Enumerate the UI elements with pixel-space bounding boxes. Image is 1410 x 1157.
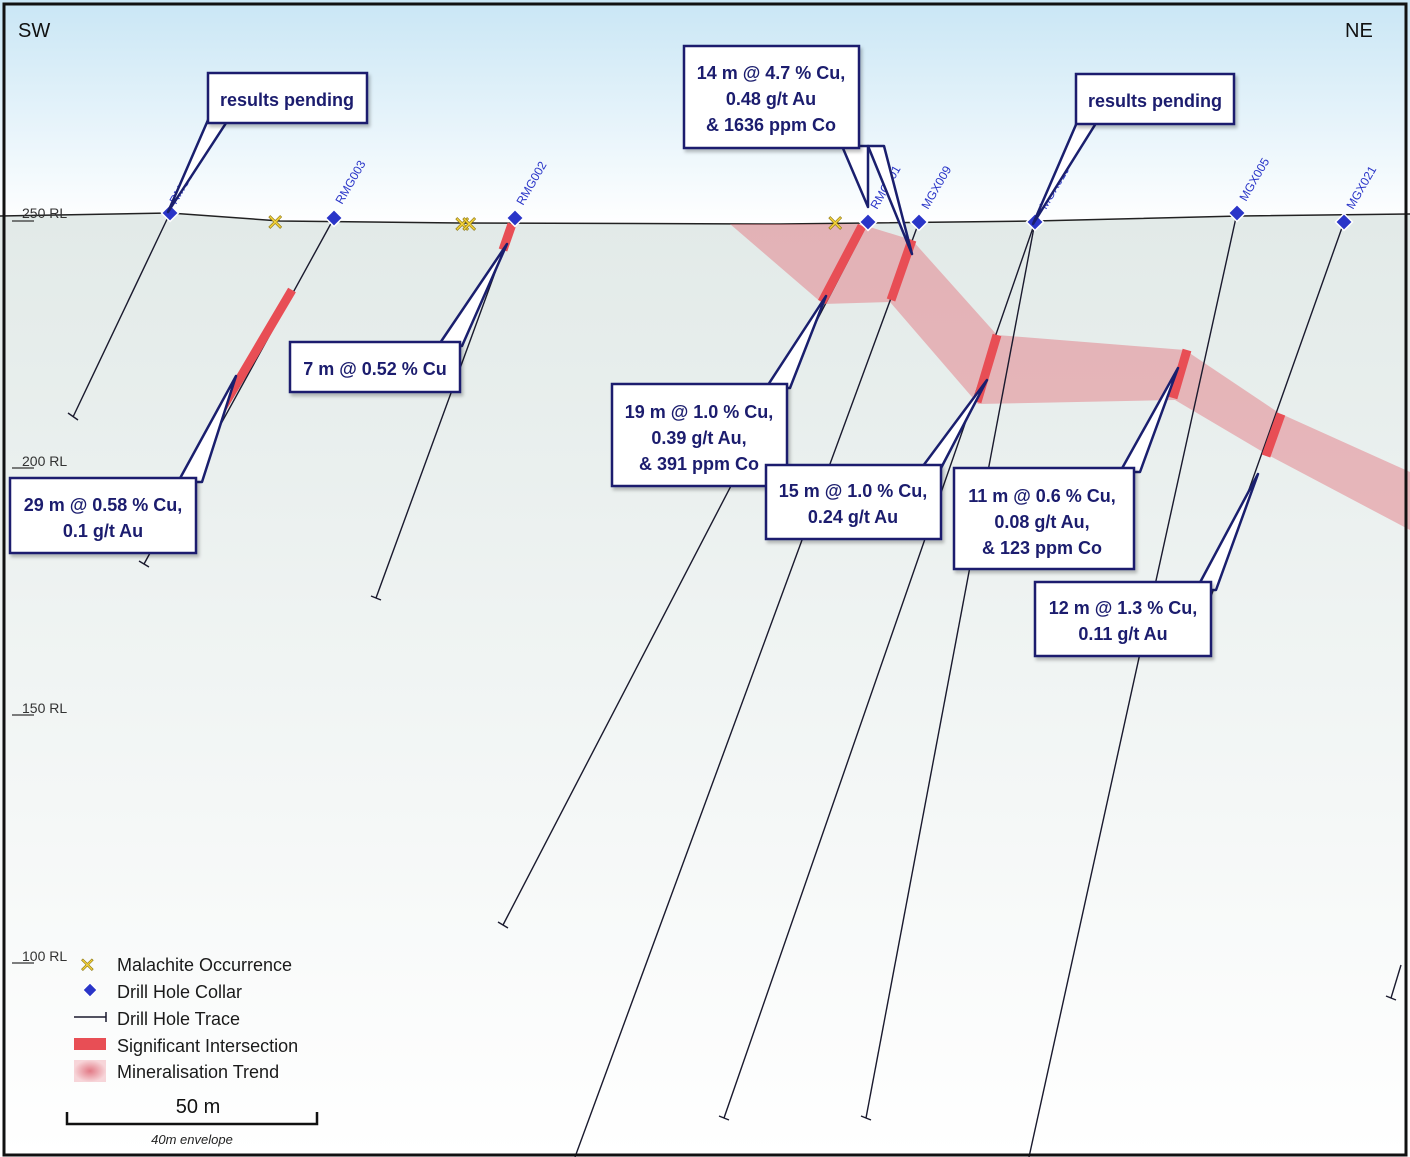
- svg-text:29 m @ 0.58 % Cu,: 29 m @ 0.58 % Cu,: [24, 495, 183, 515]
- rl-label-100: 100 RL: [22, 948, 67, 964]
- trace-end-mgx021: [1385, 995, 1397, 1001]
- topography-line: [0, 212, 1410, 225]
- collar-diamond-icon: [909, 212, 929, 232]
- trace-mgx019-b: [865, 221, 1036, 1119]
- legend-label-collar: Drill Hole Collar: [117, 982, 242, 1002]
- collar-diamond-icon: [324, 208, 344, 228]
- callout-rmg002: 7 m @ 0.52 % Cu: [288, 340, 462, 394]
- callout-rmg003: 29 m @ 0.58 % Cu, 0.1 g/t Au: [8, 476, 198, 555]
- orientation-ne: NE: [1345, 20, 1373, 42]
- legend-label-trend: Mineralisation Trend: [117, 1062, 279, 1082]
- trace-mgx021-lower: [1390, 964, 1402, 999]
- trace-end-rmg023: [67, 412, 79, 421]
- svg-text:15 m @ 1.0 % Cu,: 15 m @ 1.0 % Cu,: [779, 481, 928, 501]
- drill-collars: [160, 203, 1354, 232]
- svg-text:11 m @ 0.6 % Cu,: 11 m @ 0.6 % Cu,: [968, 486, 1116, 506]
- intersection-rmg001: [818, 223, 866, 305]
- collar-diamond-icon: [160, 203, 180, 223]
- callout-mgx019-top: results pending: [1074, 72, 1236, 126]
- svg-text:0.39 g/t Au,: 0.39 g/t Au,: [651, 428, 746, 448]
- pink-blur-icon: [74, 1060, 106, 1082]
- legend-label-malachite: Malachite Occurrence: [117, 955, 292, 975]
- scale-bar-note: 40m envelope: [151, 1132, 233, 1147]
- trace-end-rmg002: [370, 595, 382, 601]
- intersection-mgx005: [1168, 348, 1192, 400]
- svg-text:0.24 g/t Au: 0.24 g/t Au: [808, 507, 898, 527]
- malachite-x-icon: ✕: [826, 211, 844, 236]
- trace-rmg023: [72, 212, 171, 418]
- callout-rmg001: 19 m @ 1.0 % Cu, 0.39 g/t Au, & 391 ppm …: [610, 382, 789, 488]
- intersection-mgx021: [1261, 412, 1286, 458]
- svg-text:12 m @ 1.3 % Cu,: 12 m @ 1.3 % Cu,: [1049, 598, 1198, 618]
- svg-text:results pending: results pending: [220, 90, 354, 110]
- trace-end-mgx019-b: [860, 1115, 872, 1121]
- collar-diamond-icon: [858, 212, 878, 232]
- trace-mgx005: [1028, 212, 1238, 1157]
- callout-pointers: [166, 118, 1260, 592]
- collar-diamond-icon: [1334, 212, 1354, 232]
- svg-text:0.1 g/t Au: 0.1 g/t Au: [63, 521, 143, 541]
- callouts: results pending 14 m @ 4.7 % Cu, 0.48 g/…: [8, 44, 1236, 658]
- callout-mgx021: 12 m @ 1.3 % Cu, 0.11 g/t Au: [1033, 580, 1213, 658]
- svg-text:& 123 ppm Co: & 123 ppm Co: [982, 538, 1102, 558]
- trace-end-rmg001: [497, 921, 509, 929]
- malachite-x-icon: ✕: [453, 212, 471, 237]
- trace-end-rmg003: [138, 560, 150, 568]
- collar-diamond-icon: [505, 208, 525, 228]
- svg-text:19 m @ 1.0 % Cu,: 19 m @ 1.0 % Cu,: [625, 402, 774, 422]
- legend-label-intersection: Significant Intersection: [117, 1036, 298, 1056]
- rl-scale: 250 RL 200 RL 150 RL 100 RL: [12, 205, 67, 964]
- callout-rmg001-top: 14 m @ 4.7 % Cu, 0.48 g/t Au & 1636 ppm …: [682, 44, 861, 150]
- orientation-sw: SW: [18, 20, 50, 42]
- malachite-x-icon: ✕: [79, 955, 96, 977]
- rl-label-250: 250 RL: [22, 205, 67, 221]
- malachite-x-icon: ✕: [266, 210, 284, 235]
- collar-diamond-icon: [82, 982, 98, 998]
- callout-mgx005: 11 m @ 0.6 % Cu, 0.08 g/t Au, & 123 ppm …: [952, 466, 1136, 571]
- rl-label-150: 150 RL: [22, 700, 67, 716]
- intersection-mgx009: [886, 238, 917, 302]
- ground-background: [0, 213, 1410, 1157]
- callout-mgx009: 15 m @ 1.0 % Cu, 0.24 g/t Au: [764, 463, 943, 541]
- rl-label-200: 200 RL: [22, 453, 67, 469]
- mineralisation-trend: [730, 224, 1410, 530]
- legend-label-trace: Drill Hole Trace: [117, 1009, 240, 1029]
- scale-bar-label: 50 m: [176, 1096, 220, 1118]
- malachite-markers: ✕ ✕ ✕ ✕: [266, 210, 845, 238]
- malachite-x-icon: ✕: [460, 212, 478, 237]
- red-bar-icon: [74, 1038, 106, 1050]
- svg-text:7 m @ 0.52 % Cu: 7 m @ 0.52 % Cu: [303, 359, 447, 379]
- svg-text:0.08 g/t Au,: 0.08 g/t Au,: [994, 512, 1089, 532]
- legend: ✕ Malachite Occurrence Drill Hole Collar…: [74, 955, 298, 1082]
- svg-text:0.11 g/t Au: 0.11 g/t Au: [1078, 624, 1167, 644]
- collar-diamond-icon: [1227, 203, 1247, 223]
- svg-text:14 m @ 4.7 % Cu,: 14 m @ 4.7 % Cu,: [697, 63, 846, 83]
- svg-text:results pending: results pending: [1088, 91, 1222, 111]
- trace-end-mgx019-a: [718, 1115, 730, 1121]
- trace-mgx009: [574, 221, 920, 1157]
- svg-text:& 1636 ppm Co: & 1636 ppm Co: [706, 115, 836, 135]
- svg-text:& 391 ppm Co: & 391 ppm Co: [639, 454, 759, 474]
- scale-bar: 50 m 40m envelope: [65, 1096, 319, 1147]
- callout-rmg023: results pending: [206, 71, 369, 125]
- svg-text:0.48 g/t Au: 0.48 g/t Au: [726, 89, 816, 109]
